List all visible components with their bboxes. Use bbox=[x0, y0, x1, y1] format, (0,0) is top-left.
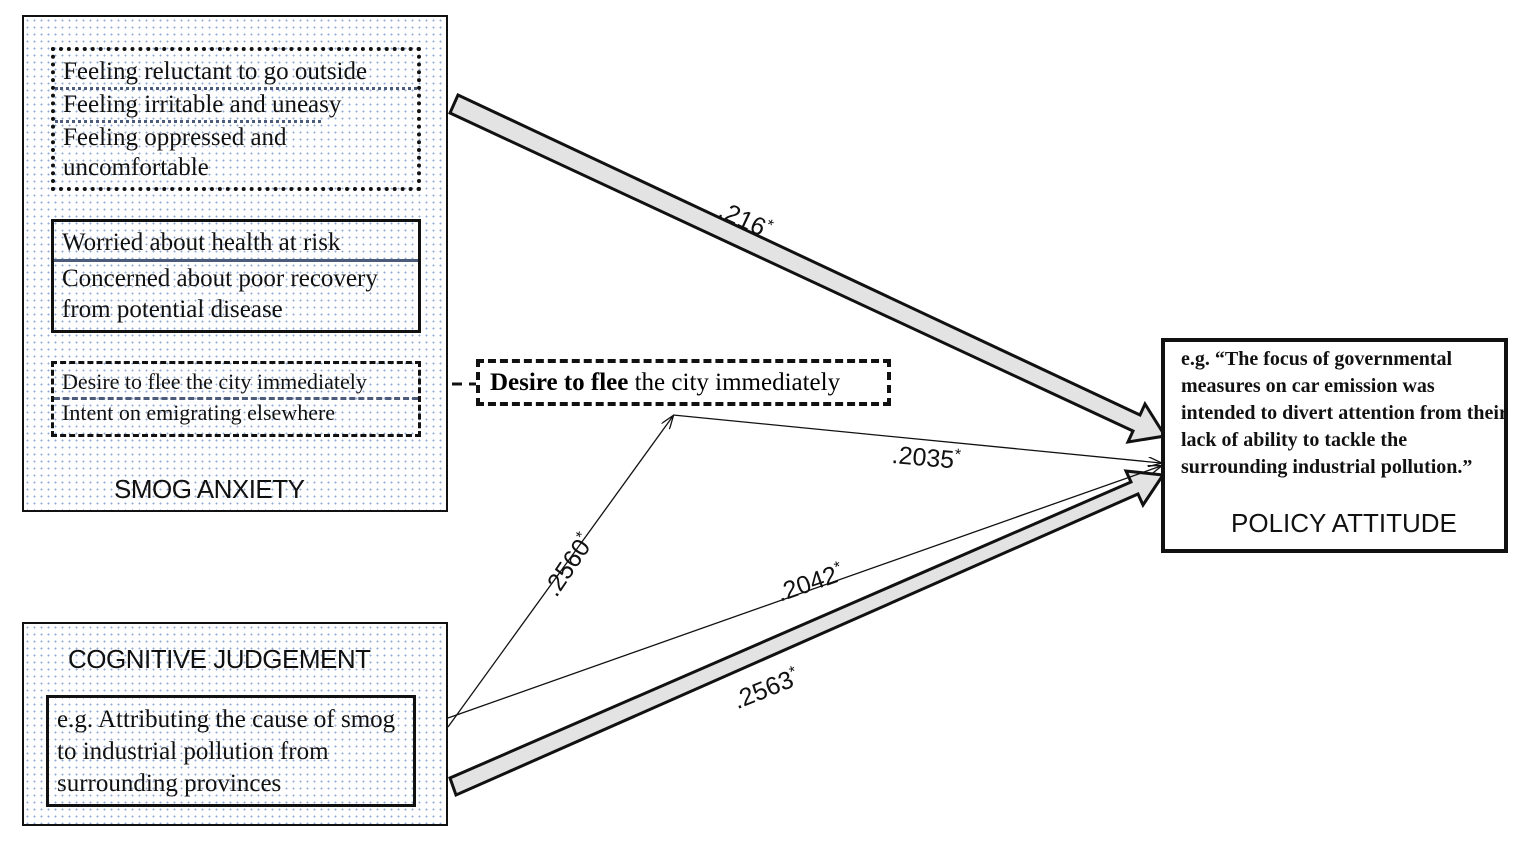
anxiety-item: Desire to flee the city immediately bbox=[62, 369, 367, 394]
anxiety-item: Feeling oppressed and uncomfortable bbox=[55, 120, 321, 183]
flee-items-group: Desire to flee the city immediately Inte… bbox=[51, 361, 421, 437]
arrow-flee-to-policy bbox=[672, 414, 1161, 463]
policy-example-text: e.g. “The focus of governmental measures… bbox=[1181, 348, 1508, 478]
arrow-anxiety-to-policy bbox=[448, 92, 1168, 444]
anxiety-item: Feeling reluctant to go outside bbox=[63, 58, 368, 85]
cognitive-judgement-box: COGNITIVE JUDGEMENT e.g. Attributing the… bbox=[22, 622, 448, 826]
arrow-cognitive-to-policy-indirect bbox=[447, 466, 1161, 719]
policy-attitude-box: e.g. “The focus of governmental measures… bbox=[1161, 338, 1508, 553]
cognitive-example-text: e.g. Attributing the cause of smog to in… bbox=[57, 706, 396, 797]
smog-anxiety-title: SMOG ANXIETY bbox=[114, 474, 305, 504]
anxiety-item: Feeling irritable and uneasy bbox=[55, 87, 417, 120]
anxiety-item: Intent on emigrating elsewhere bbox=[54, 397, 418, 426]
desire-to-flee-mediator-box: Desire to flee the city immediately bbox=[476, 359, 891, 406]
health-items-group: Worried about health at risk Concerned a… bbox=[51, 219, 421, 333]
anxiety-item: Concerned about poor recovery from poten… bbox=[54, 259, 418, 325]
coef-value: .2035 bbox=[890, 441, 956, 475]
emotional-items-group: Feeling reluctant to go outside Feeling … bbox=[51, 47, 421, 191]
cognitive-judgement-title: COGNITIVE JUDGEMENT bbox=[68, 644, 371, 674]
mediator-bold-text: Desire to flee bbox=[490, 369, 629, 396]
cognitive-example-box: e.g. Attributing the cause of smog to in… bbox=[46, 695, 416, 807]
coef-flee-to-policy: .2035* bbox=[890, 441, 962, 476]
policy-attitude-title: POLICY ATTITUDE bbox=[1231, 508, 1457, 538]
mediator-text: the city immediately bbox=[628, 369, 841, 396]
smog-anxiety-box: Feeling reluctant to go outside Feeling … bbox=[22, 15, 448, 512]
arrow-cognitive-to-policy bbox=[448, 469, 1166, 798]
arrow-cognitive-to-flee bbox=[447, 416, 673, 728]
anxiety-item: Worried about health at risk bbox=[62, 229, 341, 256]
